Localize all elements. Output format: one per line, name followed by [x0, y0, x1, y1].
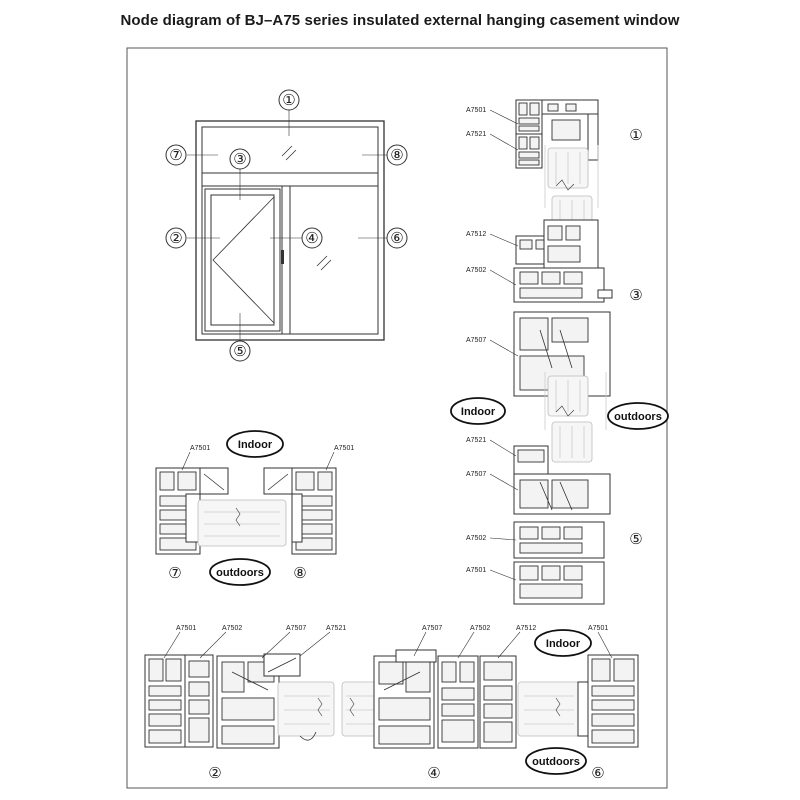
- profile-label: A7512: [466, 231, 486, 238]
- elevation-node-label: ⑥: [390, 229, 403, 247]
- right-section-labels: A7501 A7521 A7512 A7502 A7507 A7521 A750…: [466, 107, 643, 581]
- profile-label: A7501: [334, 445, 354, 452]
- page-title: Node diagram of BJ–A75 series insulated …: [120, 12, 680, 29]
- mid-section-labels: A7501 A7501 ⑦ ⑧: [168, 445, 354, 582]
- node-label: ⑧: [293, 564, 306, 582]
- profile-label: A7501: [190, 445, 210, 452]
- svg-text:outdoors: outdoors: [216, 567, 264, 579]
- window-elevation: [195, 120, 385, 341]
- profile-label: A7501: [588, 625, 608, 632]
- mid-indoor-oval: Indoor: [226, 430, 284, 458]
- profile-label: A7521: [466, 131, 486, 138]
- profile-label: A7507: [286, 625, 306, 632]
- right-section: [513, 99, 613, 605]
- svg-text:outdoors: outdoors: [614, 411, 662, 423]
- elevation-markers: ① ⑦ ③ ⑧ ② ④ ⑥ ⑤: [165, 89, 408, 362]
- bottom-section-labels: A7501 A7502 A7507 A7521 A7507 A7502 A751…: [163, 625, 613, 782]
- node-label: ⑤: [629, 530, 642, 548]
- elevation-node-label: ⑤: [233, 342, 246, 360]
- svg-text:outdoors: outdoors: [532, 756, 580, 768]
- profile-label: A7521: [326, 625, 346, 632]
- profile-label: A7521: [466, 437, 486, 444]
- profile-label: A7502: [222, 625, 242, 632]
- node-label: ①: [629, 126, 642, 144]
- node-label: ②: [208, 764, 221, 782]
- bottom-outdoors-oval: outdoors: [525, 747, 587, 775]
- profile-label: A7512: [516, 625, 536, 632]
- elevation-node-label: ①: [282, 91, 295, 109]
- right-outdoors-oval: outdoors: [607, 402, 669, 430]
- elevation-node-label: ④: [305, 229, 318, 247]
- profile-label: A7501: [176, 625, 196, 632]
- profile-label: A7502: [466, 267, 486, 274]
- profile-label: A7507: [466, 471, 486, 478]
- profile-label: A7502: [466, 535, 486, 542]
- mid-section: [155, 467, 337, 555]
- node-label: ④: [427, 764, 440, 782]
- profile-label: A7502: [470, 625, 490, 632]
- node-label: ③: [629, 286, 642, 304]
- mid-outdoors-oval: outdoors: [209, 558, 271, 586]
- profile-label: A7507: [422, 625, 442, 632]
- profile-label: A7507: [466, 337, 486, 344]
- elevation-node-label: ⑧: [390, 146, 403, 164]
- svg-text:Indoor: Indoor: [546, 638, 581, 650]
- elevation-node-label: ⑦: [169, 146, 182, 164]
- right-indoor-oval: Indoor: [450, 397, 506, 425]
- profile-label: A7501: [466, 567, 486, 574]
- node-label: ⑦: [168, 564, 181, 582]
- bottom-indoor-oval: Indoor: [534, 629, 592, 657]
- node-label: ⑥: [591, 764, 604, 782]
- profile-label: A7501: [466, 107, 486, 114]
- bottom-section: [144, 649, 639, 749]
- elevation-node-label: ③: [233, 150, 246, 168]
- svg-text:Indoor: Indoor: [461, 406, 496, 418]
- svg-text:Indoor: Indoor: [238, 439, 273, 451]
- elevation-node-label: ②: [169, 229, 182, 247]
